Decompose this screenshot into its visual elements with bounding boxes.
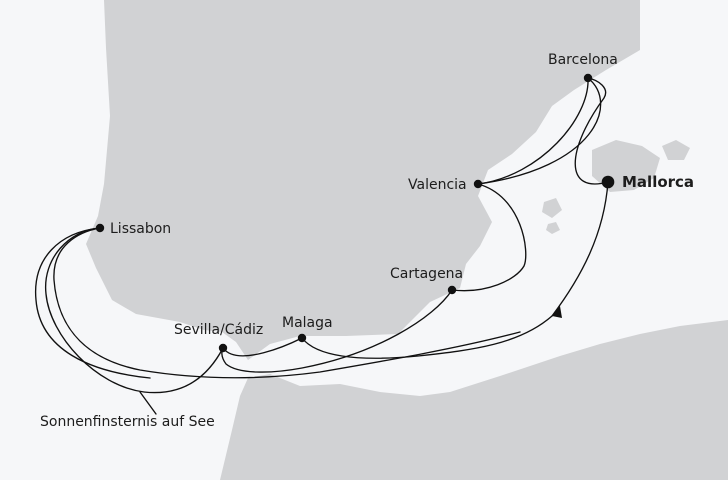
route-mallorca-return: [551, 181, 609, 317]
route-valencia-to-cartagena: [451, 183, 527, 292]
mallorca-marker: [601, 175, 615, 189]
route-arrowhead: [552, 306, 562, 318]
label-mallorca: Mallorca: [622, 173, 694, 191]
formentera-island: [546, 222, 560, 234]
eclipse-pointer-line: [139, 391, 157, 415]
route-lissabon-to-sea-loop: [53, 227, 521, 379]
malaga-marker: [297, 333, 307, 343]
cruise-route: [35, 77, 609, 415]
route-valencia-to-barcelona: [477, 77, 589, 185]
barcelona-marker: [583, 73, 593, 83]
route-mallorca-to-barcelona: [574, 77, 609, 185]
eclipse-annotation: Sonnenfinsternis auf See: [40, 414, 215, 430]
label-valencia: Valencia: [408, 177, 467, 193]
menorca-island: [662, 140, 690, 160]
port-labels: Barcelona Mallorca Valencia Cartagena Ma…: [40, 52, 694, 430]
route-barcelona-to-valencia: [477, 77, 602, 185]
route-lissabon-outer-loop: [35, 227, 151, 379]
label-lissabon: Lissabon: [110, 221, 171, 237]
label-cartagena: Cartagena: [390, 266, 463, 282]
valencia-marker: [473, 179, 483, 189]
label-malaga: Malaga: [282, 315, 333, 331]
route-cartagena-to-sevilla: [221, 289, 453, 373]
route-malaga-to-lissabon: [301, 315, 553, 359]
iberian-peninsula-land: [86, 0, 640, 360]
lissabon-marker: [95, 223, 105, 233]
sevilla-cadiz-marker: [218, 343, 228, 353]
ibiza-island: [542, 198, 562, 218]
cartagena-marker: [447, 285, 457, 295]
label-barcelona: Barcelona: [548, 52, 618, 68]
route-sevilla-to-malaga: [222, 337, 303, 357]
port-markers: [95, 73, 615, 353]
label-sevilla-cadiz: Sevilla/Cádiz: [174, 322, 263, 338]
route-sevilla-to-lissabon: [45, 227, 224, 394]
north-africa-land: [220, 320, 728, 480]
